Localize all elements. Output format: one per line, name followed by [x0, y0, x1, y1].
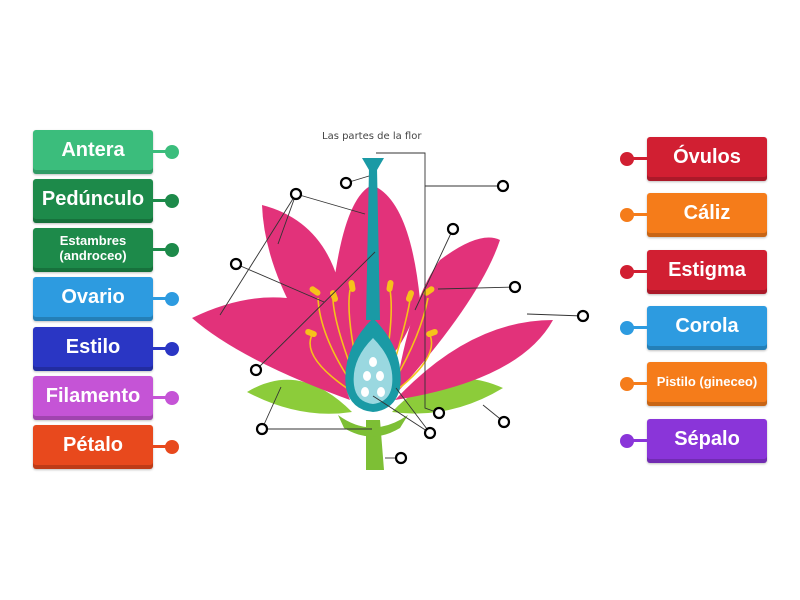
pointer-lines — [219, 152, 584, 459]
tile-label: Sépalo — [674, 428, 740, 450]
tile-peg — [620, 208, 634, 222]
ovary-cavity-shape — [353, 338, 393, 404]
tile-connector — [630, 157, 648, 160]
tile-peg — [620, 434, 634, 448]
tile-label: Corola — [675, 315, 739, 337]
drop-target-circle — [508, 280, 522, 294]
sepal-right-shape — [392, 378, 503, 414]
anthers-group — [305, 280, 438, 338]
label-tile-pedunculo[interactable]: Pedúnculo — [33, 179, 153, 223]
ovary-shape — [345, 318, 401, 412]
tile-connector — [153, 445, 171, 448]
tile-connector — [153, 347, 171, 350]
label-tile-estigma[interactable]: Estigma — [647, 250, 767, 294]
petal-far-right-shape — [395, 320, 553, 400]
tile-peg — [620, 265, 634, 279]
tile-peg — [620, 321, 634, 335]
ovules-group — [361, 357, 385, 397]
tile-connector — [630, 270, 648, 273]
petal-far-left-shape — [192, 297, 350, 400]
tile-label: Ovario — [61, 286, 125, 308]
label-tile-estilo[interactable]: Estilo — [33, 327, 153, 371]
tile-label: Estilo — [65, 336, 121, 358]
tile-label: Óvulos — [673, 146, 741, 168]
tile-connector — [153, 297, 171, 300]
tile-label: Pétalo — [62, 434, 124, 456]
stem-shape — [366, 420, 384, 470]
tile-peg — [620, 377, 634, 391]
tile-label: Filamento — [45, 385, 141, 407]
tile-label: Cáliz — [683, 202, 731, 224]
label-tile-antera[interactable]: Antera — [33, 130, 153, 174]
label-tile-sepalo[interactable]: Sépalo — [647, 419, 767, 463]
tile-label: Pedúnculo — [41, 188, 145, 210]
tile-connector — [630, 439, 648, 442]
petal-center-shape — [330, 185, 420, 370]
tile-peg — [165, 243, 179, 257]
drop-target-circle — [394, 451, 408, 465]
label-tile-corola[interactable]: Corola — [647, 306, 767, 350]
tile-peg — [165, 440, 179, 454]
tile-connector — [153, 150, 171, 153]
tile-peg — [620, 152, 634, 166]
label-tile-caliz[interactable]: Cáliz — [647, 193, 767, 237]
drop-target-circle — [339, 176, 353, 190]
drop-target-circle — [432, 406, 446, 420]
label-tile-estambres[interactable]: Estambres (androceo) — [33, 228, 153, 272]
label-tile-ovulos[interactable]: Óvulos — [647, 137, 767, 181]
tile-label: Antera — [61, 139, 125, 161]
drop-target-circle — [249, 363, 263, 377]
drop-target-circle — [255, 422, 269, 436]
tile-label: Estambres (androceo) — [59, 232, 127, 263]
diagram-title: Las partes de la flor — [322, 131, 422, 142]
drop-target-circle — [576, 309, 590, 323]
label-tile-pistilo[interactable]: Pistilo (gineceo) — [647, 362, 767, 406]
drop-target-circle — [497, 415, 511, 429]
tile-label: Estigma — [668, 259, 746, 281]
style-shape — [366, 168, 380, 320]
tile-peg — [165, 145, 179, 159]
petal-right-shape — [395, 237, 500, 395]
drop-target-circle — [423, 426, 437, 440]
stigma-shape — [362, 158, 384, 170]
tile-connector — [630, 326, 648, 329]
drop-targets — [229, 176, 590, 465]
tile-peg — [165, 292, 179, 306]
tile-connector — [153, 199, 171, 202]
tile-label: Pistilo (gineceo) — [656, 374, 758, 390]
tile-connector — [630, 382, 648, 385]
drop-target-circle — [289, 187, 303, 201]
receptacle-shape — [338, 415, 408, 437]
drop-target-circle — [446, 222, 460, 236]
filaments-group — [309, 289, 433, 399]
tile-connector — [153, 248, 171, 251]
tile-connector — [630, 213, 648, 216]
drop-target-circle — [229, 257, 243, 271]
petal-left-shape — [262, 205, 351, 395]
label-tile-filamento[interactable]: Filamento — [33, 376, 153, 420]
drop-target-circle — [496, 179, 510, 193]
label-tile-ovario[interactable]: Ovario — [33, 277, 153, 321]
label-tile-petalo[interactable]: Pétalo — [33, 425, 153, 469]
tile-peg — [165, 342, 179, 356]
sepal-left-shape — [247, 379, 352, 414]
tile-peg — [165, 391, 179, 405]
tile-connector — [153, 396, 171, 399]
tile-peg — [165, 194, 179, 208]
